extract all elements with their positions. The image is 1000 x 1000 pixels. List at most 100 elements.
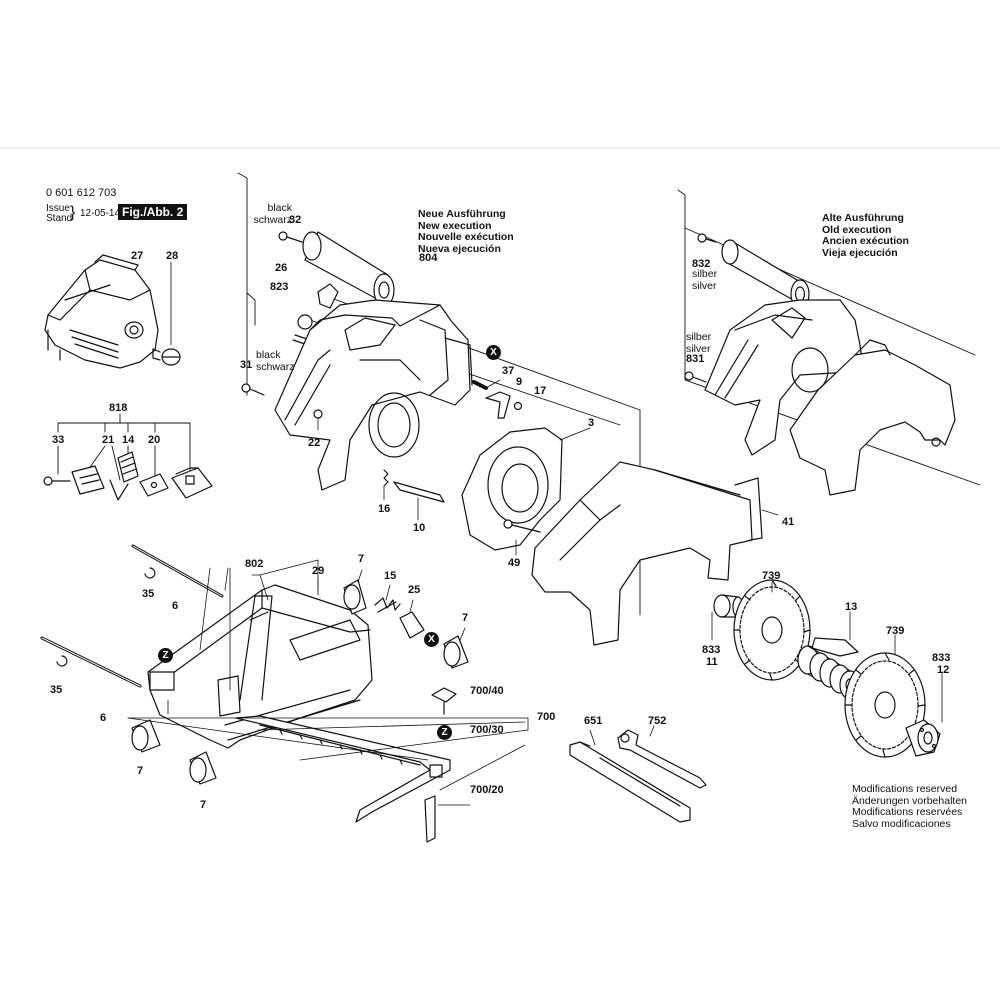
callout-818: 818 [109,402,128,414]
issue-label: Issue [46,203,70,214]
old-execution-en: Old execution [822,223,892,236]
marker-x-upper: X [486,345,501,360]
color-note-31: black schwarz [256,349,295,373]
new-execution-en: New execution [418,219,492,232]
part-41-cover-drawing [531,461,779,646]
callout-831: 831 [686,353,705,365]
color-note-832: silber silver [692,268,718,292]
color-note-31-en: black [256,349,281,361]
callout-6-a: 6 [172,600,179,612]
callout-700-30: 700/30 [470,724,504,736]
part-32-screw-drawing [278,231,303,243]
part-20-slider-drawing [139,473,169,497]
new-execution-es: Nueva ejecución [418,242,501,255]
part-7-rollers-drawing [131,579,469,785]
modifications-de: Änderungen vorbehalten [852,794,968,807]
color-note-831-en: silver [686,342,711,355]
part-17-screw-drawing [513,401,523,411]
modifications-es: Salvo modificaciones [852,817,951,830]
callout-29: 29 [312,565,325,577]
callout-833-a: 833 [702,644,721,656]
callout-7-c: 7 [137,765,144,777]
part-22-pin-drawing [313,409,323,431]
part-700-20-pin-drawing [424,795,436,843]
callout-17: 17 [534,385,547,397]
part-832-screw-drawing [697,233,717,243]
callout-33: 33 [52,434,65,446]
old-execution-es: Vieja ejecución [822,246,898,259]
group-818-bracket [57,413,191,481]
color-note-831: silber silver [686,331,712,355]
part-739-blade-1-drawing [733,579,811,681]
new-execution-fr: Nouvelle exécution [418,231,514,243]
callout-6-b: 6 [100,712,107,724]
modifications-note: Modifications reserved Änderungen vorbeh… [852,783,968,830]
callout-802: 802 [245,558,264,570]
callout-22: 22 [308,437,321,449]
old-execution-note: Alte Ausführung Old execution Ancien exé… [822,212,909,259]
color-note-832-de: silber [692,268,718,280]
color-note-832-en: silver [692,279,717,292]
callout-13: 13 [845,601,858,613]
modifications-en: Modifications reserved [852,783,958,795]
marker-z-left: Z [158,648,173,663]
new-execution-note: Neue Ausführung New execution Nouvelle e… [418,208,514,255]
callout-7-a: 7 [358,553,365,565]
callout-739-b: 739 [886,625,905,637]
callout-7-b: 7 [462,612,469,624]
callout-10: 10 [413,522,426,534]
part-6-rod-lower-drawing [40,636,142,688]
part-818-switch-drawing [171,467,213,499]
old-execution-de: Alte Ausführung [822,212,904,224]
figure-label: Fig./Abb. 2 [118,204,188,220]
callout-7-d: 7 [200,799,207,811]
part-49-screw-drawing [503,519,541,556]
part-10-blade-lock-drawing [393,481,445,521]
color-note-32-de: schwarz [253,213,292,226]
callout-823: 823 [270,281,289,293]
callout-804: 804 [419,252,438,264]
callout-35-a: 35 [142,588,155,600]
callout-14: 14 [122,434,135,446]
part-25-bushing-drawing [399,611,425,639]
marker-x-lower: X [424,632,439,647]
color-note-831-de: silber [686,331,712,343]
callout-9: 9 [516,376,523,388]
marker-z-right: Z [437,725,452,740]
old-execution-handle-drawing [721,239,810,309]
part-35-clips-drawing [56,567,156,667]
callout-11: 11 [706,656,718,668]
callout-28: 28 [166,250,179,262]
callout-700: 700 [537,711,556,723]
callout-25: 25 [408,584,421,596]
part-37-pin-drawing [472,379,501,390]
part-802-base-drawing [147,584,373,749]
part-number: 0 601 612 703 [46,187,117,199]
part-823-switch-drawing [292,283,339,346]
old-execution-fr: Ancien exécution [822,235,909,247]
color-note-32-en: black [267,202,292,214]
new-execution-de: Neue Ausführung [418,208,506,220]
color-note-31-de: schwarz [256,360,295,373]
color-note-32: black schwarz [252,202,292,226]
part-31-screw-drawing [241,383,265,396]
callout-41: 41 [782,516,795,528]
part-831-screw-drawing [684,371,707,383]
part-27-cover-drawing [44,254,159,369]
callout-752: 752 [648,715,667,727]
part-700-40-knob-drawing [431,687,457,715]
stand-label: Stand [46,213,73,224]
callout-739-a: 739 [762,570,781,582]
old-execution-cover-drawing [789,339,956,496]
callout-35-b: 35 [50,684,63,696]
part-16-spring-drawing [383,469,389,501]
callout-27: 27 [131,250,144,262]
callout-12: 12 [937,664,950,676]
callout-31: 31 [240,359,253,371]
callout-700-20: 700/20 [470,784,504,796]
part-804-housing-drawing [274,299,473,491]
part-9-latch-drawing [485,391,511,419]
modifications-fr: Modifications reservées [852,806,963,818]
part-3-guard-drawing [461,427,591,551]
